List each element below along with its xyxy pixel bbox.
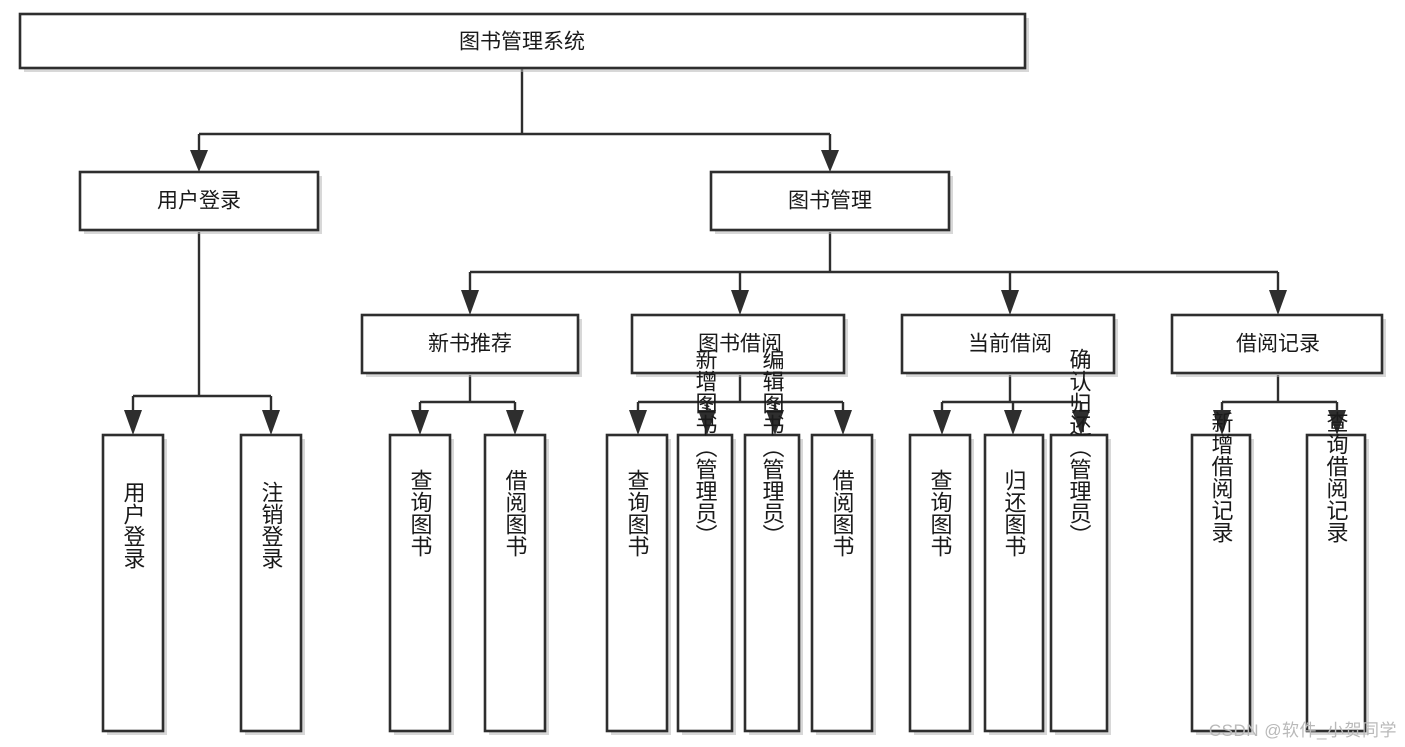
- node-user-login[interactable]: 用户登录: [78, 170, 322, 234]
- node-user-login-label: 用户登录: [157, 190, 241, 213]
- node-leaf-rec-borrow-label: 借阅图书: [503, 469, 528, 557]
- node-leaf-rec-borrow[interactable]: 借阅图书: [483, 433, 549, 735]
- arrow-to-leaf-cur-return: [1004, 410, 1022, 435]
- arrow-to-book-borrow: [731, 290, 749, 315]
- arrow-to-leaf-rec-add: [1213, 410, 1231, 435]
- node-leaf-borrow-do-label: 借阅图书: [830, 469, 855, 557]
- arrow-to-user-login: [190, 150, 208, 172]
- arrow-to-borrow-record: [1269, 290, 1287, 315]
- node-borrow-record-label: 借阅记录: [1236, 333, 1320, 356]
- node-leaf-rec-add-label: 新增借阅记录: [1209, 411, 1234, 543]
- arrow-to-leaf-user-login: [124, 410, 142, 435]
- node-leaf-rec-search[interactable]: 查询借阅记录: [1305, 411, 1369, 735]
- node-leaf-borrow-edit[interactable]: 编辑图书（管理员）: [743, 348, 803, 735]
- node-leaf-cur-confirm-label: 确认归还（管理员）: [1067, 348, 1092, 546]
- arrow-to-leaf-borrow-edit: [766, 410, 784, 435]
- node-book-borrow-label: 图书借阅: [698, 333, 782, 356]
- node-leaf-rec-search-label: 查询借阅记录: [1324, 411, 1349, 543]
- node-root[interactable]: 图书管理系统: [18, 12, 1029, 72]
- arrow-to-leaf-rec-search: [1328, 410, 1346, 435]
- node-current-borrow[interactable]: 当前借阅: [900, 313, 1118, 377]
- node-leaf-rec-query[interactable]: 查询图书: [388, 433, 454, 735]
- node-book-manage[interactable]: 图书管理: [709, 170, 953, 234]
- arrow-to-leaf-user-logout: [262, 410, 280, 435]
- node-borrow-record[interactable]: 借阅记录: [1170, 313, 1386, 377]
- node-root-label: 图书管理系统: [459, 31, 585, 54]
- node-leaf-rec-add[interactable]: 新增借阅记录: [1190, 411, 1254, 735]
- node-leaf-borrow-do[interactable]: 借阅图书: [810, 433, 876, 735]
- node-leaf-user-logout[interactable]: 注销登录: [239, 433, 305, 735]
- node-book-borrow[interactable]: 图书借阅: [630, 313, 848, 377]
- arrow-to-leaf-cur-query: [933, 410, 951, 435]
- node-leaf-borrow-add-label: 新增图书（管理员）: [693, 348, 718, 546]
- node-leaf-user-login[interactable]: 用户登录: [101, 433, 167, 735]
- edge-layer: [124, 68, 1346, 435]
- arrow-to-current-borrow: [1001, 290, 1019, 315]
- node-leaf-cur-return-label: 归还图书: [1002, 469, 1027, 557]
- node-leaf-borrow-edit-label: 编辑图书（管理员）: [760, 348, 785, 546]
- csdn-watermark: CSDN @软件_小贺同学: [1208, 721, 1397, 740]
- node-leaf-cur-return[interactable]: 归还图书: [983, 433, 1047, 735]
- node-layer: 图书管理系统 用户登录 图书管理 新书推荐: [18, 12, 1386, 735]
- node-leaf-cur-query[interactable]: 查询图书: [908, 433, 974, 735]
- node-leaf-borrow-add[interactable]: 新增图书（管理员）: [676, 348, 736, 735]
- node-leaf-user-login-label: 用户登录: [121, 481, 146, 569]
- arrow-to-new-book-rec: [461, 290, 479, 315]
- node-current-borrow-label: 当前借阅: [968, 333, 1052, 356]
- node-new-book-rec[interactable]: 新书推荐: [360, 313, 582, 377]
- arrow-to-leaf-rec-query: [411, 410, 429, 435]
- arrow-to-leaf-rec-borrow: [506, 410, 524, 435]
- arrow-to-book-manage: [821, 150, 839, 172]
- node-leaf-cur-query-label: 查询图书: [928, 469, 953, 557]
- node-leaf-borrow-query[interactable]: 查询图书: [605, 433, 671, 735]
- node-new-book-rec-label: 新书推荐: [428, 333, 512, 356]
- arrow-to-leaf-borrow-query: [629, 410, 647, 435]
- node-book-manage-label: 图书管理: [788, 190, 872, 213]
- arrow-to-leaf-borrow-do: [834, 410, 852, 435]
- arrow-to-leaf-borrow-add: [698, 410, 716, 435]
- node-leaf-borrow-query-label: 查询图书: [625, 469, 650, 557]
- node-leaf-rec-query-label: 查询图书: [408, 469, 433, 557]
- node-leaf-user-logout-label: 注销登录: [259, 481, 284, 569]
- node-leaf-cur-confirm[interactable]: 确认归还（管理员）: [1049, 348, 1111, 735]
- arrow-to-leaf-cur-confirm: [1072, 410, 1090, 435]
